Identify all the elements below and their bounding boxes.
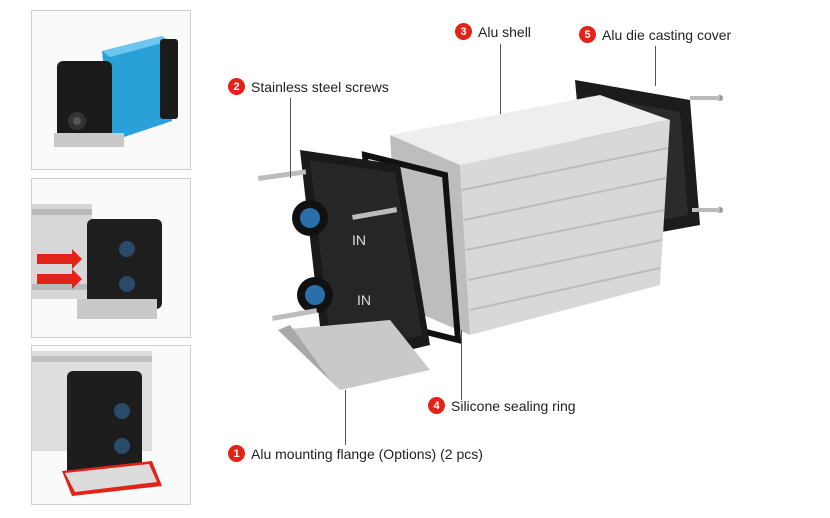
port-label-in-2: IN bbox=[357, 292, 371, 308]
callout-label: Stainless steel screws bbox=[251, 78, 389, 95]
callout-label: Alu shell bbox=[478, 23, 531, 40]
leader-line-flange bbox=[345, 390, 346, 445]
callout-label: Silicone sealing ring bbox=[451, 397, 576, 414]
callout-number-badge: 2 bbox=[228, 78, 245, 95]
callout-stainless-steel-screws: 2 Stainless steel screws bbox=[228, 78, 389, 95]
thumbnail-blue-enclosure[interactable] bbox=[31, 10, 191, 170]
callout-number-badge: 3 bbox=[455, 23, 472, 40]
callout-label: Alu mounting flange (Options) (2 pcs) bbox=[251, 445, 483, 462]
callout-alu-die-casting-cover: 5 Alu die casting cover bbox=[579, 26, 731, 43]
mounted-flange-image bbox=[32, 351, 162, 496]
leader-line-sealing bbox=[461, 330, 462, 400]
callout-number-badge: 4 bbox=[428, 397, 445, 414]
thumbnail-mounted-flange[interactable] bbox=[31, 345, 191, 505]
callout-number-badge: 1 bbox=[228, 445, 245, 462]
aluminum-shell bbox=[390, 95, 670, 335]
callout-alu-shell: 3 Alu shell bbox=[455, 23, 531, 40]
callout-alu-mounting-flange: 1 Alu mounting flange (Options) (2 pcs) bbox=[228, 445, 483, 462]
port-label-in-1: IN bbox=[352, 232, 366, 248]
leader-line-screws bbox=[290, 98, 291, 178]
leader-line-cover bbox=[655, 46, 656, 86]
sealing-detail-image bbox=[32, 204, 162, 319]
callout-silicone-sealing-ring: 4 Silicone sealing ring bbox=[428, 397, 576, 414]
alu-mounting-flange bbox=[278, 320, 430, 390]
exploded-enclosure-illustration: IN IN bbox=[258, 80, 723, 390]
blue-enclosure-image bbox=[54, 36, 178, 147]
callout-label: Alu die casting cover bbox=[602, 26, 732, 43]
leader-line-shell bbox=[500, 44, 501, 114]
thumbnail-sealing-detail[interactable] bbox=[31, 178, 191, 338]
callout-number-badge: 5 bbox=[579, 26, 596, 43]
